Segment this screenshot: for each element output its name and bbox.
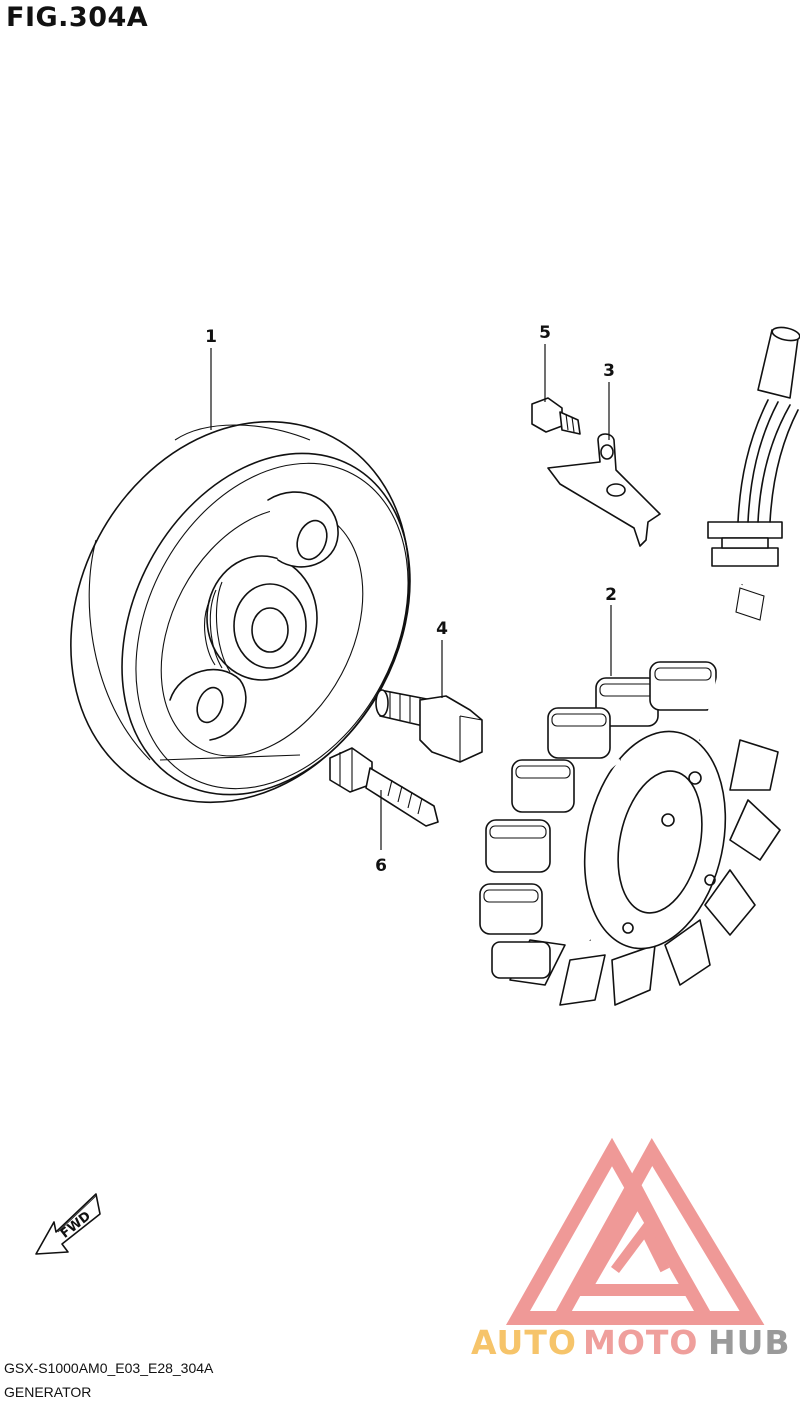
figure-code: GSX-S1000AM0_E03_E28_304A bbox=[4, 1360, 214, 1376]
callout-4: 4 bbox=[436, 619, 448, 639]
callout-2: 2 bbox=[605, 585, 617, 605]
callout-3: 3 bbox=[603, 361, 615, 381]
brand-auto: AUTO bbox=[471, 1323, 577, 1362]
figure-title: FIG.304A bbox=[6, 2, 149, 33]
clamp-bolt-part bbox=[531, 397, 581, 435]
watermark-brand: AUTO MOTO HUB bbox=[471, 1323, 791, 1362]
figure-name: GENERATOR bbox=[4, 1384, 92, 1400]
rotor-part bbox=[70, 420, 411, 804]
callout-6: 6 bbox=[375, 856, 387, 876]
watermark-logo-icon bbox=[505, 1137, 765, 1325]
callout-1: 1 bbox=[205, 327, 217, 347]
callout-5: 5 bbox=[539, 323, 551, 343]
stator-bolt-part bbox=[329, 747, 439, 827]
brand-hub: HUB bbox=[708, 1323, 791, 1362]
rotor-bolt-part bbox=[375, 689, 483, 763]
brand-moto: MOTO bbox=[583, 1323, 698, 1362]
clamp-part bbox=[547, 433, 661, 547]
stator-part bbox=[479, 326, 800, 1006]
fwd-arrow-icon: FWD bbox=[35, 1193, 101, 1255]
